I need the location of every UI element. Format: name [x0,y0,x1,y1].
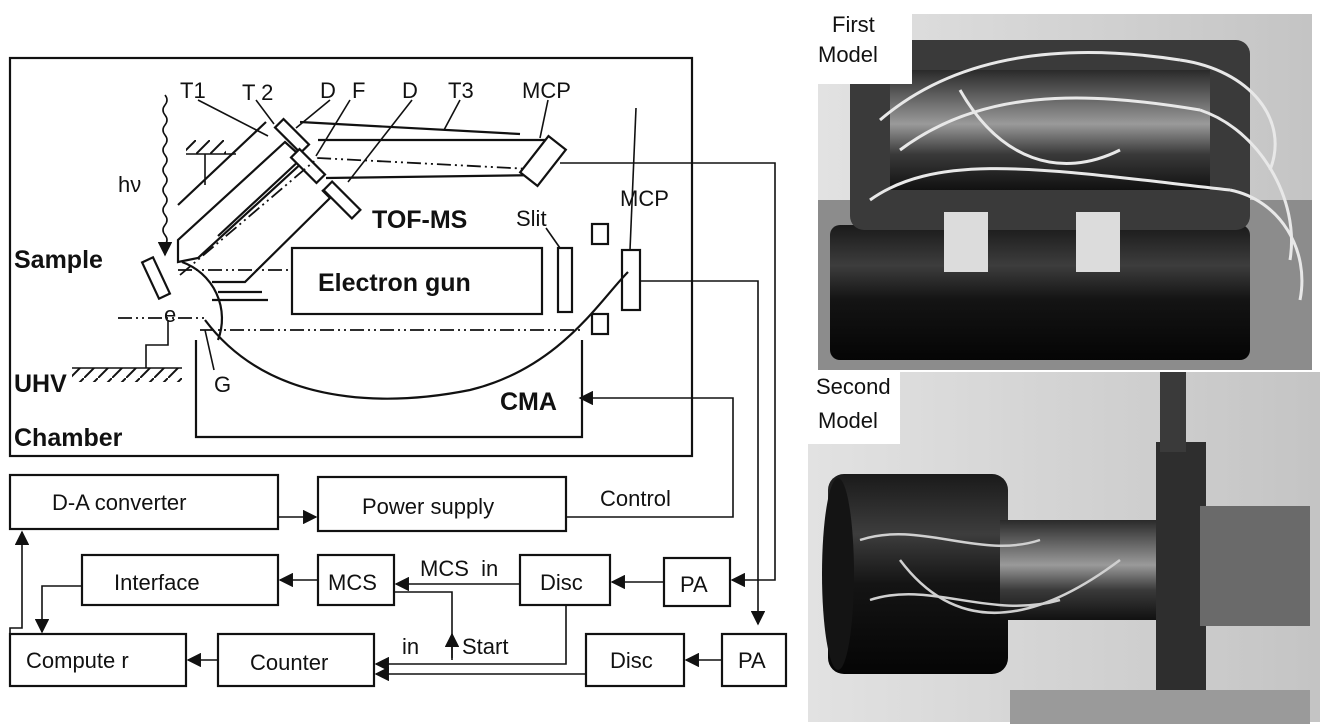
label-uhv: UHV [14,370,67,398]
uhv-chamber [10,58,692,456]
label-mcp-right: MCP [620,186,669,211]
top-mount-hatch [186,140,226,154]
label-electron-gun: Electron gun [318,269,471,297]
label-t2: T 2 [242,80,273,105]
mcs-label: MCS [328,570,377,595]
start-label: Start [462,634,508,659]
disc-top-label: Disc [540,570,583,595]
aperture-top [592,224,608,244]
power-supply-label: Power supply [362,494,494,519]
second-model-caption-2: Model [818,408,878,433]
da-converter-label: D-A converter [52,490,187,515]
bottom-mount-hatch [72,368,182,382]
second-model-photo [808,372,1320,724]
label-chamber: Chamber [14,424,123,452]
label-cma: CMA [500,388,557,416]
label-d2: D [402,78,418,103]
first-model-caption-2: Model [818,42,878,67]
label-f: F [352,78,365,103]
mcs-in-label: MCS in [420,556,498,581]
label-e: e [164,302,176,327]
label-slit: Slit [516,206,547,231]
interface-label: Interface [114,570,200,595]
pa-top-label: PA [680,572,708,597]
in-label: in [402,634,419,659]
label-hv: hν [118,172,141,197]
disc-bottom-label: Disc [610,648,653,673]
label-tofms: TOF-MS [372,206,467,234]
label-d1: D [320,78,336,103]
aperture-bottom [592,314,608,334]
label-g: G [214,372,231,397]
mcp-right-detector [622,250,640,310]
label-t3: T3 [448,78,474,103]
control-label: Control [600,486,671,511]
first-model-photo [818,14,1312,370]
first-model-caption-1: First [832,12,875,37]
slit [558,248,572,312]
computer-label: Compute r [26,648,129,673]
label-t1: T1 [180,78,206,103]
pa-bottom-label: PA [738,648,766,673]
label-mcp-top: MCP [522,78,571,103]
mcp-top-detector [520,136,566,186]
label-sample: Sample [14,246,103,274]
photon-beam [163,95,167,255]
sample-plate [142,257,170,298]
second-model-caption-1: Second [816,374,891,399]
counter-label: Counter [250,650,328,675]
